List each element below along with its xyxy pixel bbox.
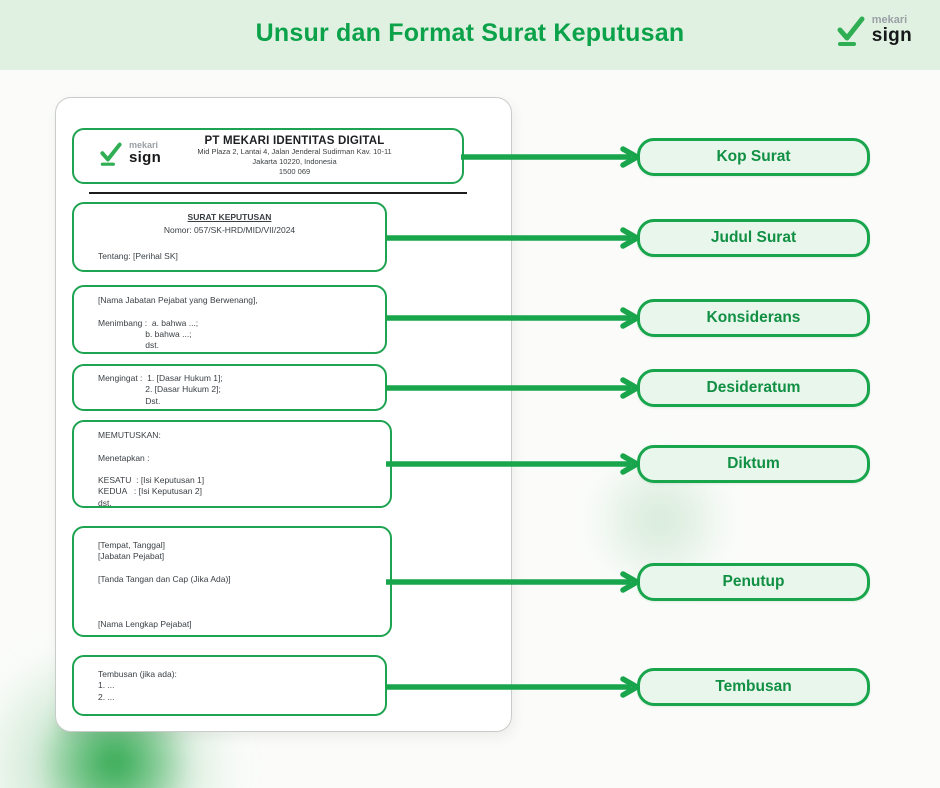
logo-text-mekari: mekari [871, 14, 908, 26]
sk-subject: Tentang: [Perihal SK] [98, 251, 178, 261]
company-address-line2: Jakarta 10220, Indonesia [252, 156, 337, 166]
desideratum-text: Mengingat : 1. [Dasar Hukum 1]; 2. [Dasa… [98, 373, 223, 406]
doc-section-kop-surat: mekari sign PT MEKARI IDENTITAS DIGITAL … [72, 128, 464, 184]
konsiderans-text: [Nama Jabatan Pejabat yang Berwenang], M… [98, 295, 258, 351]
diktum-text: MEMUTUSKAN: Menetapkan : KESATU : [Isi K… [98, 430, 205, 508]
company-address-line1: Mid Plaza 2, Lantai 4, Jalan Jenderal Su… [197, 146, 392, 156]
annotation-kop-surat: Kop Surat [637, 138, 870, 176]
mekari-check-icon [100, 141, 122, 172]
doc-section-diktum: MEMUTUSKAN: Menetapkan : KESATU : [Isi K… [72, 420, 392, 508]
logo-text-sign: sign [129, 148, 162, 166]
doc-section-tembusan: Tembusan (jika ada): 1. ... 2. ... [72, 655, 387, 716]
doc-section-desideratum: Mengingat : 1. [Dasar Hukum 1]; 2. [Dasa… [72, 364, 387, 411]
doc-section-judul-surat: SURAT KEPUTUSAN Nomor: 057/SK-HRD/MID/VI… [72, 202, 387, 272]
logo-text-sign: sign [871, 25, 912, 46]
arrow-diktum [386, 453, 641, 475]
sk-title: SURAT KEPUTUSAN [187, 212, 272, 222]
logo-text-mekari: mekari [129, 139, 159, 150]
arrow-judul-surat [386, 227, 641, 249]
mekari-sign-logo: mekari sign [837, 15, 912, 52]
letterhead-divider [89, 192, 467, 194]
document-page: mekari sign PT MEKARI IDENTITAS DIGITAL … [55, 97, 512, 732]
arrow-penutup [386, 571, 641, 593]
arrow-desideratum [386, 377, 641, 399]
annotation-diktum: Diktum [637, 445, 870, 483]
annotation-penutup: Penutup [637, 563, 870, 601]
header-band: Unsur dan Format Surat Keputusan mekari … [0, 0, 940, 70]
tembusan-text: Tembusan (jika ada): 1. ... 2. ... [98, 669, 177, 702]
mekari-sign-logo-letterhead: mekari sign [100, 139, 162, 172]
doc-section-konsiderans: [Nama Jabatan Pejabat yang Berwenang], M… [72, 285, 387, 354]
sk-number: Nomor: 057/SK-HRD/MID/VII/2024 [163, 225, 296, 235]
page-title: Unsur dan Format Surat Keputusan [255, 19, 685, 47]
doc-section-penutup: [Tempat, Tanggal] [Jabatan Pejabat] [Tan… [72, 526, 392, 637]
annotation-desideratum: Desideratum [637, 369, 870, 407]
annotation-konsiderans: Konsiderans [637, 299, 870, 337]
annotation-judul-surat: Judul Surat [637, 219, 870, 257]
penutup-text: [Tempat, Tanggal] [Jabatan Pejabat] [Tan… [98, 540, 231, 630]
company-name: PT MEKARI IDENTITAS DIGITAL [204, 134, 385, 147]
annotation-tembusan: Tembusan [637, 668, 870, 706]
arrow-tembusan [386, 676, 641, 698]
company-phone: 1500 069 [278, 167, 311, 177]
arrow-kop-surat [461, 146, 641, 168]
arrow-konsiderans [386, 307, 641, 329]
mekari-check-icon [837, 15, 865, 52]
